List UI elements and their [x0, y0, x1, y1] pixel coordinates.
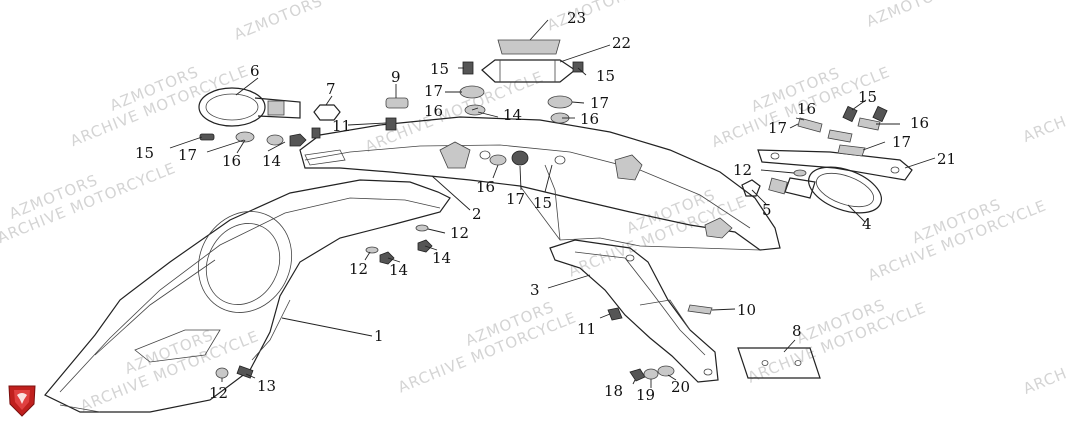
callout-15: 15	[533, 194, 552, 212]
leader-lines	[169, 19, 936, 388]
callout-15: 15	[596, 67, 615, 85]
callout-4: 4	[862, 215, 872, 233]
callout-17: 17	[424, 82, 443, 100]
callout-7: 7	[326, 80, 336, 98]
callout-22: 22	[612, 34, 631, 52]
watermark-line2: ARCHIVE MOTORCYCLE	[745, 299, 929, 387]
part-upper-fender	[299, 116, 781, 251]
callout-3: 3	[530, 281, 540, 299]
callout-8: 8	[792, 322, 802, 340]
callout-23: 23	[567, 9, 586, 27]
watermark-fragment: ARCH	[1021, 364, 1070, 398]
callout-labels: 1 2 3 4 5 6 7 8 9 10 11 11 12 12 12 12 1…	[135, 9, 956, 404]
callout-14: 14	[432, 249, 451, 267]
callout-17: 17	[892, 133, 911, 151]
callout-11: 11	[577, 320, 596, 338]
callout-19: 19	[636, 386, 655, 404]
callout-9: 9	[391, 68, 401, 86]
callout-16: 16	[476, 178, 495, 196]
callout-2: 2	[472, 205, 482, 223]
watermark-line2: ARCHIVE MOTORCYCLE	[68, 62, 252, 150]
part-rear-mudguard	[44, 179, 451, 413]
callout-14: 14	[262, 152, 281, 170]
callout-17: 17	[590, 94, 609, 112]
callout-16: 16	[910, 114, 929, 132]
part-plate-bracket	[549, 239, 719, 383]
part-left-turn-signal	[198, 87, 341, 127]
callout-16: 16	[222, 152, 241, 170]
callout-11: 11	[332, 117, 351, 135]
callout-17: 17	[768, 119, 787, 137]
callout-6: 6	[250, 62, 260, 80]
azmotors-shield-logo	[8, 385, 36, 417]
callout-16: 16	[580, 110, 599, 128]
part-license-plate	[737, 347, 821, 379]
callout-16: 16	[797, 100, 816, 118]
watermark-line2: ARCHIVE MOTORCYCLE	[395, 308, 579, 396]
callout-16: 16	[424, 102, 443, 120]
callout-12: 12	[450, 224, 469, 242]
watermark-line1: AZMOTORS	[864, 0, 958, 31]
callout-10: 10	[737, 301, 756, 319]
callout-14: 14	[503, 106, 522, 124]
callout-18: 18	[604, 382, 623, 400]
part-right-turn-signal	[741, 166, 882, 214]
callout-15: 15	[858, 88, 877, 106]
hardware-set	[199, 61, 888, 382]
callout-1: 1	[374, 327, 384, 345]
watermark-line2: ARCHIVE MOTORCYCLE	[78, 327, 262, 415]
callout-12: 12	[349, 260, 368, 278]
callout-15: 15	[135, 144, 154, 162]
callout-12: 12	[209, 384, 228, 402]
callout-5: 5	[762, 201, 772, 219]
watermark-line2: ARCHIVE MOTORCYCLE	[865, 196, 1049, 284]
callout-21: 21	[937, 150, 956, 168]
watermark-line1: AZMOTORS	[545, 0, 639, 34]
callout-12: 12	[733, 161, 752, 179]
callout-17: 17	[178, 146, 197, 164]
callout-15: 15	[430, 60, 449, 78]
part-signal-stay	[757, 149, 913, 181]
callout-20: 20	[671, 378, 690, 396]
watermark-line1: AZMOTORS	[231, 0, 325, 44]
callout-13: 13	[257, 377, 276, 395]
callout-14: 14	[389, 261, 408, 279]
watermark-fragment: ARCH	[1020, 112, 1069, 146]
callout-17: 17	[506, 190, 525, 208]
